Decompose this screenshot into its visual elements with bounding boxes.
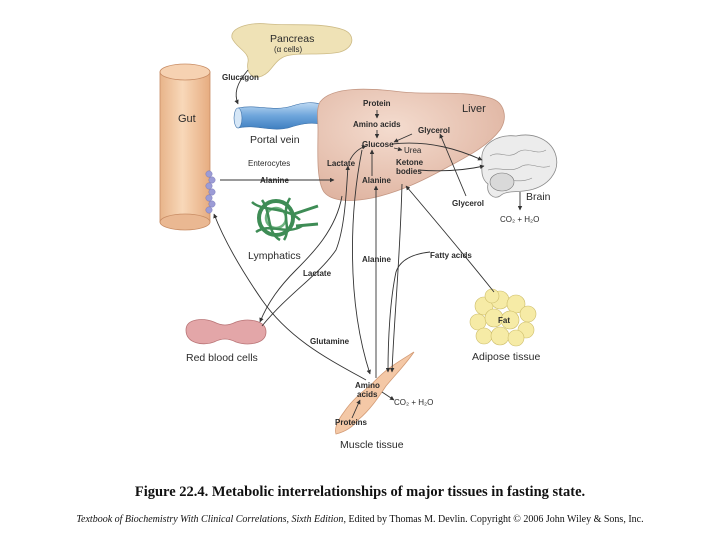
alanine-gut-label: Alanine: [260, 176, 289, 185]
glycerol-liver-label: Glycerol: [418, 126, 450, 135]
lactate-liver-label: Lactate: [327, 159, 356, 168]
figure-caption: Figure 22.4. Metabolic interrelationship…: [134, 484, 586, 500]
co2-h2o-muscle-label: CO₂ + H₂O: [394, 398, 433, 407]
alanine-liver-label: Alanine: [362, 176, 391, 185]
enterocytes-label: Enterocytes: [248, 159, 290, 168]
lymphatics-label: Lymphatics: [248, 250, 301, 262]
glucagon-label: Glucagon: [222, 73, 259, 82]
glucose-label: Glucose: [362, 140, 394, 149]
red-blood-cells-label: Red blood cells: [186, 352, 258, 364]
brain-label: Brain: [526, 191, 551, 203]
glutamine-label: Glutamine: [310, 337, 350, 346]
amino-muscle-label-line1: Amino: [355, 381, 380, 390]
pancreas-shape: [231, 23, 353, 78]
book-title: Textbook of Biochemistry With Clinical C…: [76, 514, 344, 525]
alanine-muscle-label: Alanine: [362, 255, 391, 264]
enterocytes-shape: [205, 170, 216, 214]
liver-label: Liver: [462, 103, 486, 115]
muscle-tissue-shape: [335, 351, 415, 435]
portal-vein-shape: [237, 102, 321, 130]
book-credit: Textbook of Biochemistry With Clinical C…: [0, 514, 720, 525]
fat-label: Fat: [498, 316, 510, 325]
pancreas-label: Pancreas: [270, 33, 314, 45]
muscle-tissue-label: Muscle tissue: [340, 439, 404, 451]
co2-h2o-brain-label: CO₂ + H₂O: [500, 215, 539, 224]
adipose-tissue-label: Adipose tissue: [472, 351, 540, 363]
liver-shape: [317, 88, 505, 201]
amino-acids-liver-label: Amino acids: [353, 120, 401, 129]
ketone-label-line1: Ketone: [396, 158, 424, 167]
alpha-cells-label: (α cells): [274, 45, 303, 54]
lactate-rbc-label: Lactate: [303, 269, 332, 278]
adipose-tissue-shape: [469, 288, 537, 347]
brain-shape: [481, 134, 558, 198]
lymphatics-shape: [251, 197, 319, 242]
portal-vein-label: Portal vein: [250, 134, 300, 146]
gut-tube: [159, 63, 211, 231]
fatty-acids-label: Fatty acids: [430, 251, 472, 260]
proteins-muscle-label: Proteins: [335, 418, 368, 427]
protein-liver-label: Protein: [363, 99, 391, 108]
urea-label: Urea: [404, 146, 422, 155]
gut-label: Gut: [178, 113, 196, 125]
credit-rest: , Edited by Thomas M. Devlin. Copyright …: [343, 514, 644, 525]
glycerol-adipose-label: Glycerol: [452, 199, 484, 208]
ketone-label-line2: bodies: [396, 167, 422, 176]
amino-muscle-label-line2: acids: [357, 390, 378, 399]
red-blood-cells-shape: [185, 319, 267, 345]
